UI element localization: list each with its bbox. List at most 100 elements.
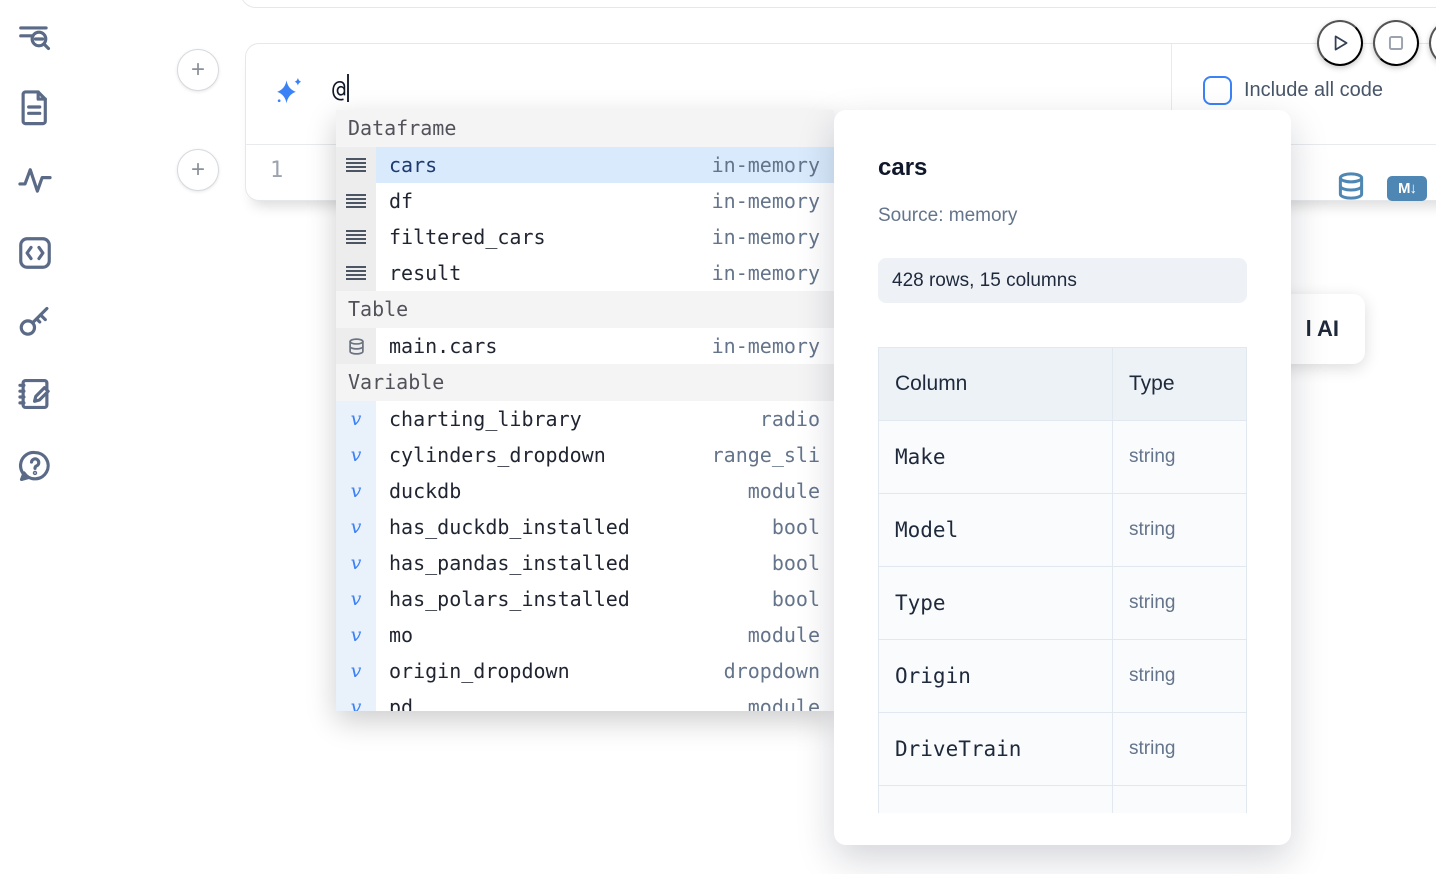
run-cell-button[interactable]: [1317, 20, 1363, 66]
item-type: bool: [772, 587, 834, 611]
autocomplete-item-cylinders-dropdown[interactable]: v cylinders_dropdown range_sli: [336, 437, 834, 473]
item-type: module: [748, 695, 834, 711]
dataframe-rows-icon: [336, 219, 376, 255]
autocomplete-item-df[interactable]: df in-memory: [336, 183, 834, 219]
previous-cell-edge: [240, 0, 1436, 8]
schema-header-column: Column: [879, 348, 1113, 421]
preview-shape-badge: 428 rows, 15 columns: [878, 258, 1247, 303]
database-icon[interactable]: [1336, 171, 1366, 203]
autocomplete-item-duckdb[interactable]: v duckdb module: [336, 473, 834, 509]
column-name: Type: [879, 567, 1113, 640]
help-icon[interactable]: [16, 447, 56, 487]
item-name: main.cars: [376, 334, 712, 358]
activity-icon[interactable]: [16, 161, 56, 201]
sidebar: [0, 0, 72, 874]
scratchpad-icon[interactable]: [16, 375, 56, 415]
autocomplete-item-cars[interactable]: cars in-memory: [336, 147, 834, 183]
column-type: [1113, 786, 1247, 814]
schema-row: Origin string: [879, 640, 1247, 713]
preview-schema-table: Column Type Make string Model string Typ…: [878, 347, 1247, 813]
column-type: string: [1113, 713, 1247, 786]
item-type: module: [748, 623, 834, 647]
ai-prompt-input[interactable]: @: [332, 74, 349, 103]
autocomplete-item-origin-dropdown[interactable]: v origin_dropdown dropdown: [336, 653, 834, 689]
variable-icon: v: [336, 437, 376, 473]
item-type: bool: [772, 515, 834, 539]
autocomplete-item-filtered-cars[interactable]: filtered_cars in-memory: [336, 219, 834, 255]
stop-cell-button[interactable]: [1373, 20, 1419, 66]
variable-icon: v: [336, 509, 376, 545]
dataframe-rows-icon: [336, 147, 376, 183]
column-type: string: [1113, 567, 1247, 640]
autocomplete-section-table: Table: [336, 291, 834, 328]
column-name: Origin: [879, 640, 1113, 713]
variable-icon: v: [336, 653, 376, 689]
autocomplete-section-variable: Variable: [336, 364, 834, 401]
autocomplete-item-main-cars[interactable]: main.cars in-memory: [336, 328, 834, 364]
column-type: string: [1113, 494, 1247, 567]
add-cell-above-button[interactable]: +: [177, 49, 219, 91]
include-all-code-label: Include all code: [1244, 79, 1383, 102]
item-type: range_sli: [712, 443, 834, 467]
item-name: cylinders_dropdown: [376, 443, 712, 467]
autocomplete-item-has-duckdb-installed[interactable]: v has_duckdb_installed bool: [336, 509, 834, 545]
item-name: has_pandas_installed: [376, 551, 772, 575]
item-type: radio: [760, 407, 834, 431]
item-name: has_duckdb_installed: [376, 515, 772, 539]
item-name: duckdb: [376, 479, 748, 503]
variable-icon: v: [336, 473, 376, 509]
variable-icon: v: [336, 617, 376, 653]
schema-row: DriveTrain string: [879, 713, 1247, 786]
schema-row-partial: [879, 786, 1247, 814]
item-name: origin_dropdown: [376, 659, 724, 683]
include-all-code-checkbox[interactable]: [1203, 76, 1232, 105]
item-type: dropdown: [724, 659, 834, 683]
schema-row: Type string: [879, 567, 1247, 640]
schema-header-type: Type: [1113, 348, 1247, 421]
add-cell-below-button[interactable]: +: [177, 149, 219, 191]
autocomplete-item-mo[interactable]: v mo module: [336, 617, 834, 653]
dataframe-rows-icon: [336, 183, 376, 219]
ai-sparkles-icon: [270, 74, 306, 110]
item-name: df: [376, 189, 712, 213]
column-type: string: [1113, 640, 1247, 713]
autocomplete-item-result[interactable]: result in-memory: [336, 255, 834, 291]
autocomplete-item-partial[interactable]: v pd module: [336, 689, 834, 711]
dataframe-preview-panel: cars Source: memory 428 rows, 15 columns…: [834, 110, 1291, 845]
column-name: Model: [879, 494, 1113, 567]
autocomplete-item-has-polars-installed[interactable]: v has_polars_installed bool: [336, 581, 834, 617]
autocomplete-item-charting-library[interactable]: v charting_library radio: [336, 401, 834, 437]
markdown-convert-icon[interactable]: M↓: [1387, 176, 1427, 201]
include-all-code-control[interactable]: Include all code: [1203, 76, 1383, 105]
item-type: in-memory: [712, 153, 834, 177]
code-snippets-icon[interactable]: [16, 234, 56, 274]
item-name: charting_library: [376, 407, 760, 431]
key-icon[interactable]: [16, 303, 56, 343]
column-name: Make: [879, 421, 1113, 494]
variable-icon: v: [336, 581, 376, 617]
schema-header-row: Column Type: [879, 348, 1247, 421]
schema-row: Model string: [879, 494, 1247, 567]
item-type: in-memory: [712, 334, 834, 358]
document-icon[interactable]: [16, 88, 56, 128]
variable-icon: v: [336, 401, 376, 437]
item-type: bool: [772, 551, 834, 575]
item-name: pd: [376, 695, 748, 711]
item-name: mo: [376, 623, 748, 647]
item-name: has_polars_installed: [376, 587, 772, 611]
toc-search-icon[interactable]: [16, 20, 56, 60]
column-name: [879, 786, 1113, 814]
autocomplete-dropdown: Dataframe cars in-memory df in-memory fi…: [336, 110, 834, 711]
preview-title: cars: [878, 154, 927, 182]
column-name: DriveTrain: [879, 713, 1113, 786]
item-type: in-memory: [712, 225, 834, 249]
column-type: string: [1113, 421, 1247, 494]
autocomplete-item-has-pandas-installed[interactable]: v has_pandas_installed bool: [336, 545, 834, 581]
item-name: cars: [376, 153, 712, 177]
variable-icon: v: [336, 689, 376, 711]
text-caret: [347, 74, 349, 102]
item-type: in-memory: [712, 189, 834, 213]
ai-prompt-value: @: [332, 77, 346, 103]
variable-icon: v: [336, 545, 376, 581]
